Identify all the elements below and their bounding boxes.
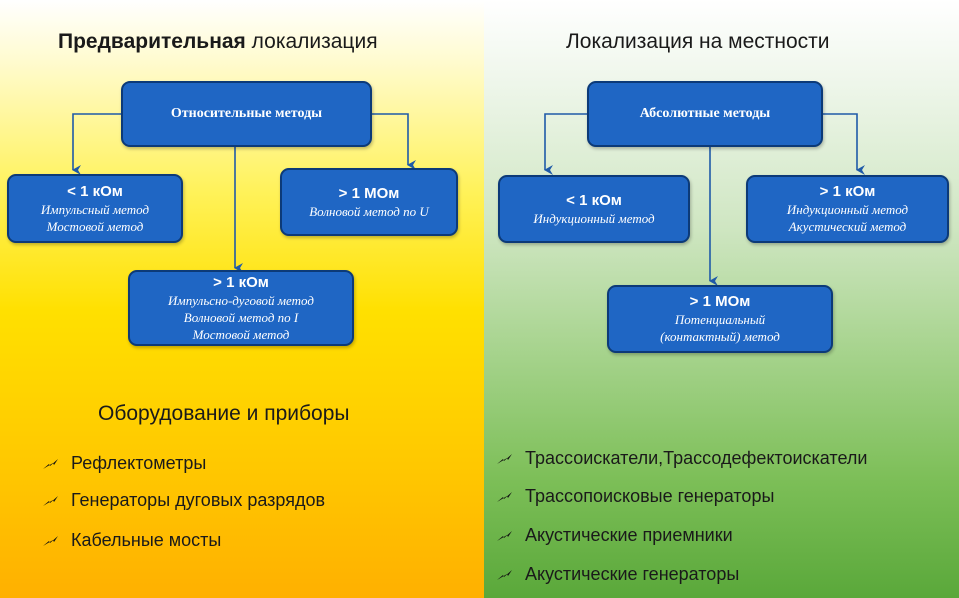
left-mid-method-1: Импульсно-дуговой метод (168, 292, 314, 308)
right-root-box: Абсолютные методы (587, 81, 823, 147)
left-mid-box: > 1 кОм Импульсно-дуговой метод Волновой… (128, 270, 354, 346)
lightning-bolt-icon (497, 453, 512, 464)
right-heading: Локализация на местности (566, 30, 830, 53)
right-high-method-2: (контактный) метод (660, 329, 780, 344)
left-high-box: > 1 МОм Волновой метод по U (280, 168, 458, 236)
left-equipment-label-3: Кабельные мосты (71, 530, 222, 550)
left-equipment-item-1: Рефлектометры (40, 453, 206, 474)
right-equipment-label-2: Трассопоисковые генераторы (525, 486, 775, 506)
right-low-box: < 1 кОм Индукционный метод (498, 175, 690, 243)
right-equipment-item-4: Акустические генераторы (494, 564, 739, 585)
right-equipment-item-2: Трассопоисковые генераторы (494, 486, 774, 507)
left-equipment-item-3: Кабельные мосты (40, 530, 221, 551)
arrow-right-mid (823, 113, 865, 175)
left-heading: Предварительная локализация (58, 30, 378, 54)
lightning-bolt-icon (43, 535, 58, 546)
left-equipment-label-2: Генераторы дуговых разрядов (71, 490, 326, 510)
equipment-title: Оборудование и приборы (98, 402, 350, 425)
right-equipment-label-1: Трассоискатели,Трассодефектоискатели (525, 448, 868, 468)
right-root-title: Абсолютные методы (639, 106, 771, 121)
arrow-left-low (72, 113, 121, 175)
left-high-condition: > 1 МОм (338, 184, 400, 202)
right-mid-box: > 1 кОм Индукционный метод Акустический … (746, 175, 949, 243)
right-low-condition: < 1 кОм (566, 191, 622, 209)
left-mid-condition: > 1 кОм (213, 273, 269, 291)
left-heading-rest: локализация (245, 30, 378, 53)
left-root-box: Относительные методы (121, 81, 372, 147)
left-equipment-label-1: Рефлектометры (71, 453, 207, 473)
left-equipment-item-2: Генераторы дуговых разрядов (40, 490, 325, 511)
left-high-method-1: Волновой метод по U (309, 203, 429, 219)
left-heading-bold: Предварительная (58, 30, 246, 53)
right-high-box: > 1 МОм Потенциальный (контактный) метод (607, 285, 833, 353)
right-equipment-label-4: Акустические генераторы (525, 564, 740, 584)
left-low-condition: < 1 кОм (67, 182, 123, 200)
right-mid-method-2: Акустический метод (788, 219, 907, 234)
lightning-bolt-icon (497, 569, 512, 580)
left-low-method-1: Импульсный метод (40, 201, 150, 217)
right-mid-condition: > 1 кОм (819, 183, 876, 200)
lightning-bolt-icon (43, 458, 58, 469)
right-equipment-item-1: Трассоискатели,Трассодефектоискатели (494, 448, 867, 469)
lightning-bolt-icon (497, 530, 512, 541)
right-high-condition: > 1 МОм (689, 293, 751, 310)
lightning-bolt-icon (43, 495, 58, 506)
left-root-title: Относительные методы (170, 106, 323, 121)
left-low-box: < 1 кОм Импульсный метод Мостовой метод (7, 174, 183, 243)
left-low-method-2: Мостовой метод (46, 218, 144, 234)
arrow-right-low (544, 113, 587, 175)
lightning-bolt-icon (497, 491, 512, 502)
right-low-method-1: Индукционный метод (533, 210, 655, 226)
right-mid-method-1: Индукционный метод (786, 202, 909, 217)
left-mid-method-3: Мостовой метод (192, 326, 290, 342)
right-equipment-item-3: Акустические приемники (494, 525, 733, 546)
arrow-left-high (371, 113, 416, 170)
left-mid-method-2: Волновой метод по I (183, 309, 299, 325)
right-equipment-label-3: Акустические приемники (525, 525, 733, 545)
right-high-method-1: Потенциальный (674, 312, 766, 327)
